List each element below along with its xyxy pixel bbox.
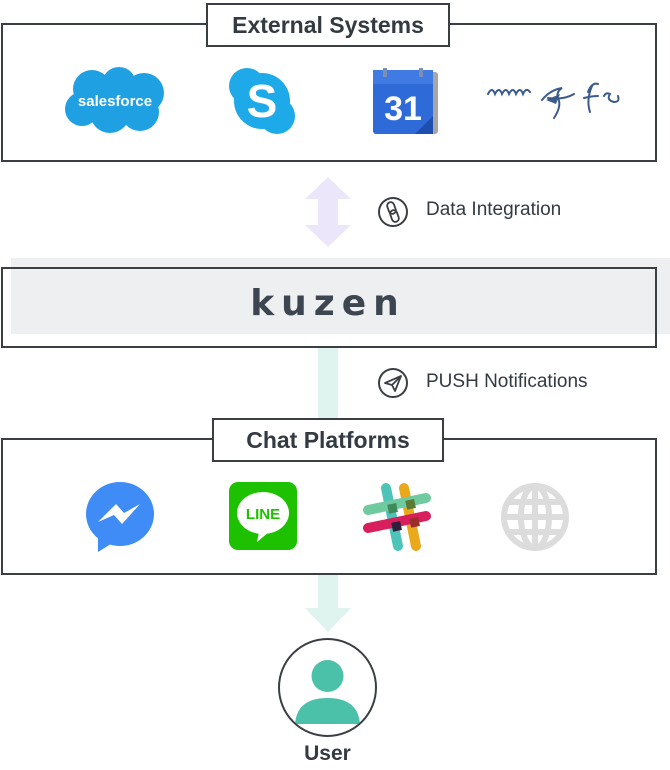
push-notification-arrow (318, 348, 338, 438)
data-integration-arrow (305, 177, 351, 247)
chat-platforms-title: Chat Platforms (212, 418, 444, 462)
user-label: User (304, 742, 351, 765)
user-arrow (305, 575, 351, 632)
calendar-day: 31 (384, 90, 422, 128)
kuzen-band (11, 258, 670, 334)
data-integration-label: Data Integration (426, 199, 562, 220)
kuzen-frame (1, 267, 657, 348)
kuzen-logo: kuzen (250, 283, 406, 324)
slack-logo (363, 483, 431, 551)
svg-text:S: S (247, 75, 278, 127)
user-avatar (278, 638, 377, 737)
line-wordmark: LINE (246, 506, 280, 523)
skype-logo: S (229, 68, 295, 134)
salesforce-wordmark: salesforce (78, 93, 152, 110)
line-logo: LINE (229, 482, 297, 550)
paper-plane-icon (378, 368, 408, 398)
globe-icon (501, 483, 569, 551)
link-icon (378, 197, 408, 227)
salesforce-logo: salesforce (65, 67, 164, 133)
messenger-logo (86, 482, 154, 552)
calendar-logo: 31 (373, 68, 438, 134)
external-systems-title: External Systems (206, 3, 450, 47)
push-notifications-label: PUSH Notifications (426, 371, 588, 392)
signature-logo (487, 82, 620, 119)
